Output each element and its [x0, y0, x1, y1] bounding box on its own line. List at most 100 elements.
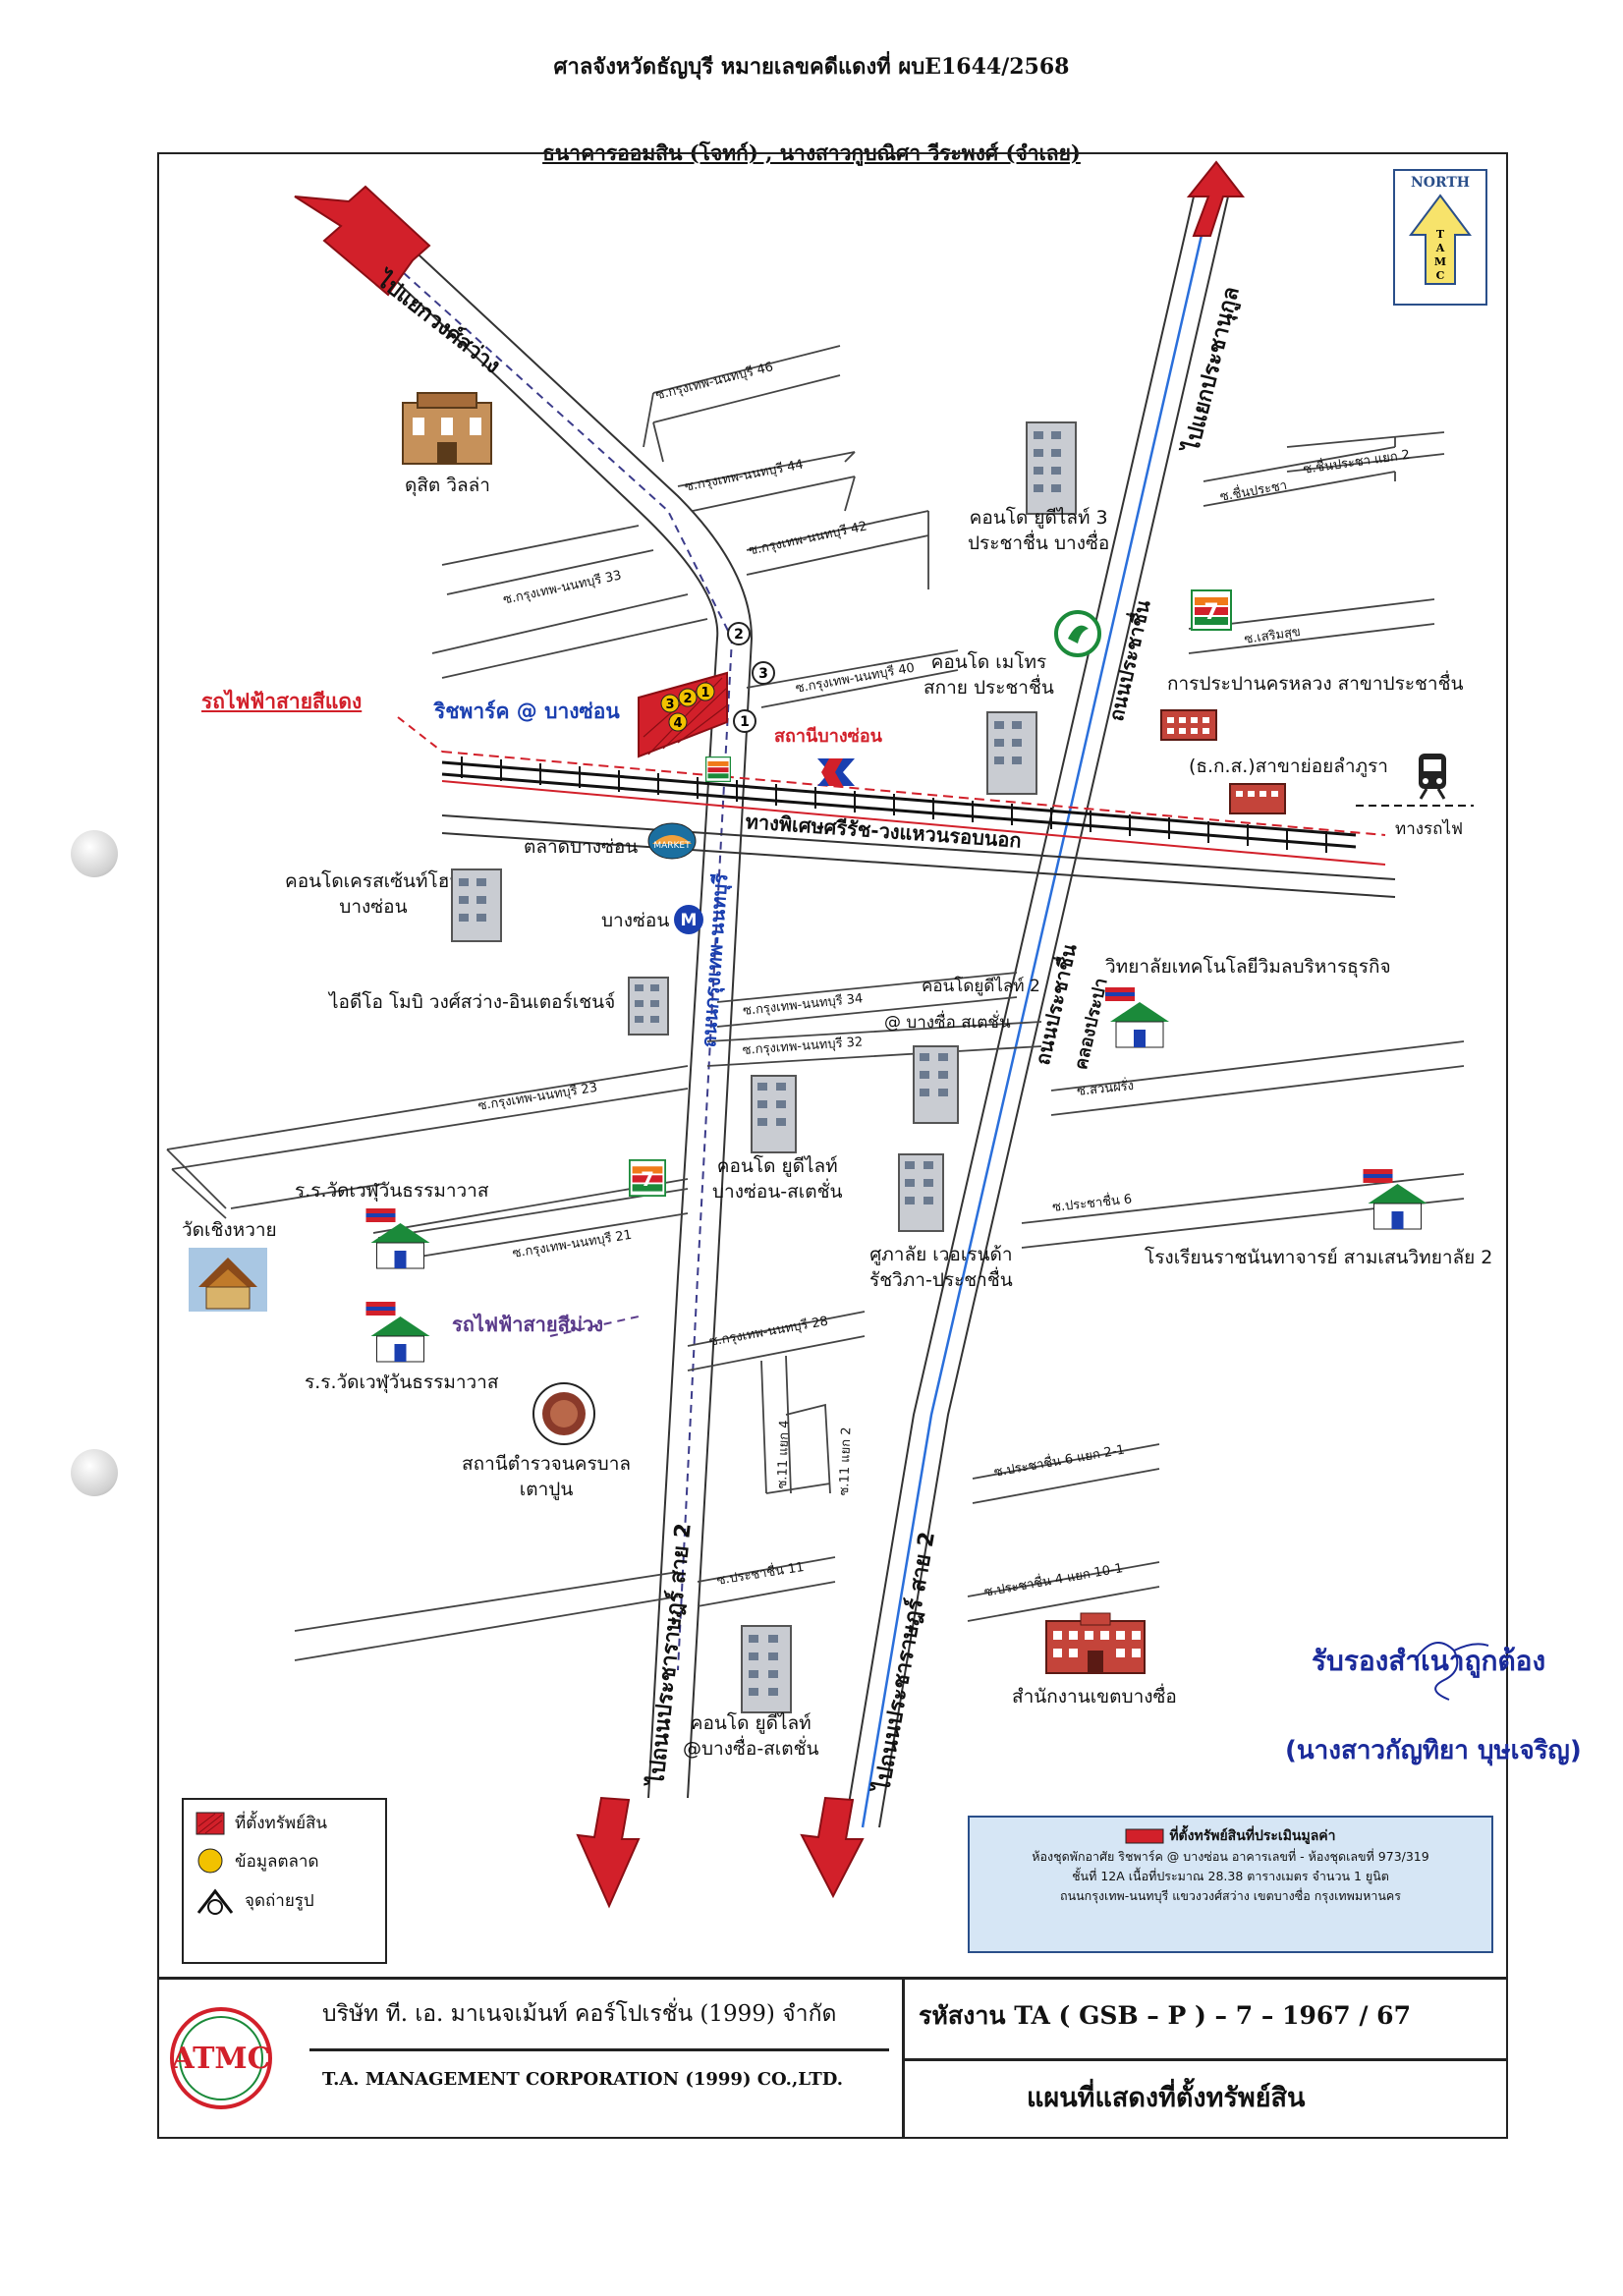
company-name-en: T.A. MANAGEMENT CORPORATION (1999) CO.,L…	[322, 2069, 844, 2090]
mea-building-icon	[1160, 709, 1217, 741]
job-code: รหัสงาน TA ( GSB – P ) – 7 – 1967 / 67	[919, 2001, 1411, 2030]
soi-11-2: ซ.11 แยก 2	[836, 1427, 855, 1496]
college-school-icon	[1105, 987, 1169, 1048]
legend-photo-label: จุดถ่ายรูป	[245, 1890, 314, 1911]
school-wat2-icon	[365, 1302, 430, 1363]
police-station-label: สถานีตำรวจนครบาล เตาปูน	[462, 1453, 632, 1500]
svg-text:M: M	[1434, 255, 1446, 268]
school-wat1-label: ร.ร.วัดเวฬุวันธรรมาวาส	[295, 1180, 489, 1202]
srt-logo-icon	[817, 758, 855, 786]
idea-mobi-label: ไอดีโอ โมบิ วงศ์สว่าง-อินเตอร์เชนจ์	[329, 991, 616, 1013]
photo-point-3: 3	[758, 666, 768, 682]
photo-point-icon	[196, 1888, 234, 1915]
legend-photo: จุดถ่ายรูป	[196, 1885, 373, 1915]
note-line3: ถนนกรุงเทพ-นนทบุรี แขวงวงศ์สว่าง เขตบางซ…	[1060, 1888, 1401, 1904]
court-case-line: ศาลจังหวัดธัญบุรี หมายเลขคดีแดงที่ ผบE16…	[553, 54, 1070, 80]
marker-4: 4	[673, 716, 682, 731]
arrow-bottom-left	[576, 1796, 641, 1909]
mrt-bang-son-label: บางซ่อน	[601, 910, 670, 931]
condo-udelight-bangson-label: คอนโด ยูดีไลท์ บางซ่อน-สเตชั่น	[712, 1155, 843, 1203]
footer-divider	[902, 1977, 905, 2139]
svg-text:A: A	[1435, 242, 1445, 254]
idea-mobi-icon	[628, 977, 669, 1036]
railway-label: ทางรถไฟ	[1395, 819, 1464, 839]
condo-udelight-bangsue-icon	[741, 1625, 792, 1713]
police-badge-icon	[532, 1382, 595, 1445]
marker-2: 2	[683, 692, 692, 706]
school-rachanan-label: โรงเรียนราชนันทาจารย์ สามเสนวิทยาลัย 2	[1145, 1247, 1493, 1268]
condo-udelight2-icon	[913, 1045, 959, 1124]
district-office-label: สำนักงานเขตบางซื่อ	[1012, 1686, 1177, 1708]
school-wat1-icon	[365, 1208, 430, 1269]
svg-text:7: 7	[1203, 600, 1218, 625]
certify-name: (นางสาวกัญทิยา บุษเจริญ)	[1285, 1736, 1582, 1765]
property-swatch-icon	[196, 1812, 225, 1834]
svg-text:ATMC: ATMC	[170, 2042, 270, 2076]
signature-mark	[1414, 1642, 1489, 1701]
market-circle-icon	[197, 1848, 223, 1874]
condo-icon	[1026, 421, 1077, 515]
soi-11-4: ซ.11 แยก 4	[774, 1420, 793, 1489]
north-indicator: NORTH T A M C	[1393, 169, 1487, 306]
photo-point-2: 2	[734, 627, 744, 643]
punch-hole-bottom	[71, 1449, 118, 1496]
condo-udelight2-label: คอนโดยูดีไลท์ 2	[922, 977, 1040, 996]
property-location-marker: 3 2 1 4	[638, 671, 728, 758]
svg-text:MARKET: MARKET	[653, 841, 691, 851]
villa-icon	[402, 392, 492, 465]
footer	[157, 1977, 1508, 2139]
company-name-th: บริษัท ที. เอ. มาเนจเม้นท์ คอร์โปเรชั่น …	[322, 2001, 837, 2027]
bang-son-station-label: สถานีบางซ่อน	[774, 726, 882, 747]
map-title: แผนที่แสดงที่ตั้งทรัพย์สิน	[1027, 2083, 1306, 2113]
property-note: ที่ตั้งทรัพย์สินที่ประเมินมูลค่า ห้องชุด…	[968, 1816, 1493, 1953]
condo-supalai-icon	[898, 1153, 944, 1232]
condo-metro-icon	[986, 711, 1037, 795]
note-line1: ห้องชุดพักอาศัย ริชพาร์ค @ บางซ่อน อาคาร…	[1032, 1849, 1429, 1865]
kasikorn-bank-icon	[1054, 610, 1101, 657]
wat-choeng-wai-label: วัดเชิงหวาย	[182, 1219, 277, 1241]
legend-market: ข้อมูลตลาด	[196, 1846, 373, 1876]
school-rachanan-icon	[1363, 1169, 1427, 1230]
seven-eleven-icon-2: 7	[629, 1159, 666, 1197]
temple-icon	[189, 1248, 267, 1312]
atmc-logo-icon: ATMC	[170, 2007, 272, 2109]
supalai-label: ศูภาลัย เวอเรนด้า รัชวิภา-ประชาชื่น	[869, 1244, 1013, 1291]
punch-hole-top	[71, 830, 118, 877]
condo-crescent-label: คอนโดเครสเซ้นท์โฮม บางซ่อน	[285, 870, 462, 918]
condo-udelight3-label: คอนโด ยูดีไลท์ 3 ประชาชื่น บางซื่อ	[968, 507, 1110, 554]
condo-udelight-bangsue-label: คอนโด ยูดีไลท์ @บางซื่อ-สเตชั่น	[683, 1712, 819, 1760]
legend-property-label: ที่ตั้งทรัพย์สิน	[235, 1814, 328, 1833]
condo-udelight-bangson-icon	[751, 1075, 797, 1153]
dusit-villa-label: ดุสิต วิลล่า	[405, 475, 490, 496]
baac-building-icon	[1229, 783, 1286, 814]
market-icon: MARKET	[647, 822, 697, 860]
svg-text:M: M	[681, 911, 698, 930]
north-label: NORTH	[1410, 175, 1471, 191]
footer-right-divider	[904, 2058, 1508, 2061]
mea-label: การประปานครหลวง สาขาประชาชื่น	[1167, 673, 1464, 695]
seven-eleven-icon: 7	[1191, 589, 1232, 631]
arrow-bottom-right	[800, 1796, 865, 1899]
legend-property: ที่ตั้งทรัพย์สิน	[196, 1810, 373, 1836]
arrow-to-prachanukul	[1186, 160, 1246, 237]
red-line-label: รถไฟฟ้าสายสีแดง	[201, 690, 363, 713]
property-swatch-small-icon	[1125, 1828, 1164, 1844]
legend: ที่ตั้งทรัพย์สิน ข้อมูลตลาด จุดถ่ายรูป	[182, 1798, 387, 1964]
photo-points: 2 3 1	[727, 622, 775, 733]
college-label: วิทยาลัยเทคโนโลยีวิมลบริหารธุรกิจ	[1105, 956, 1391, 978]
note-title: ที่ตั้งทรัพย์สินที่ประเมินมูลค่า	[978, 1825, 1483, 1847]
school-wat2-label: ร.ร.วัดเวฬุวันธรรมาวาส	[305, 1372, 499, 1393]
district-office-icon	[1045, 1612, 1146, 1674]
train-icon	[1419, 754, 1446, 800]
photo-point-1: 1	[740, 714, 750, 730]
marker-1: 1	[700, 686, 709, 700]
svg-text:T: T	[1436, 228, 1445, 241]
seven-eleven-small-icon	[705, 756, 731, 782]
note-line2: ชั้นที่ 12A เนื้อที่ประมาณ 28.38 ตารางเม…	[1072, 1869, 1389, 1884]
company-rule	[309, 2048, 889, 2051]
legend-market-label: ข้อมูลตลาด	[235, 1851, 319, 1872]
arrow-to-wong-sawang	[294, 185, 431, 297]
svg-text:C: C	[1436, 269, 1445, 282]
footer-top-rule	[157, 1977, 1508, 1980]
